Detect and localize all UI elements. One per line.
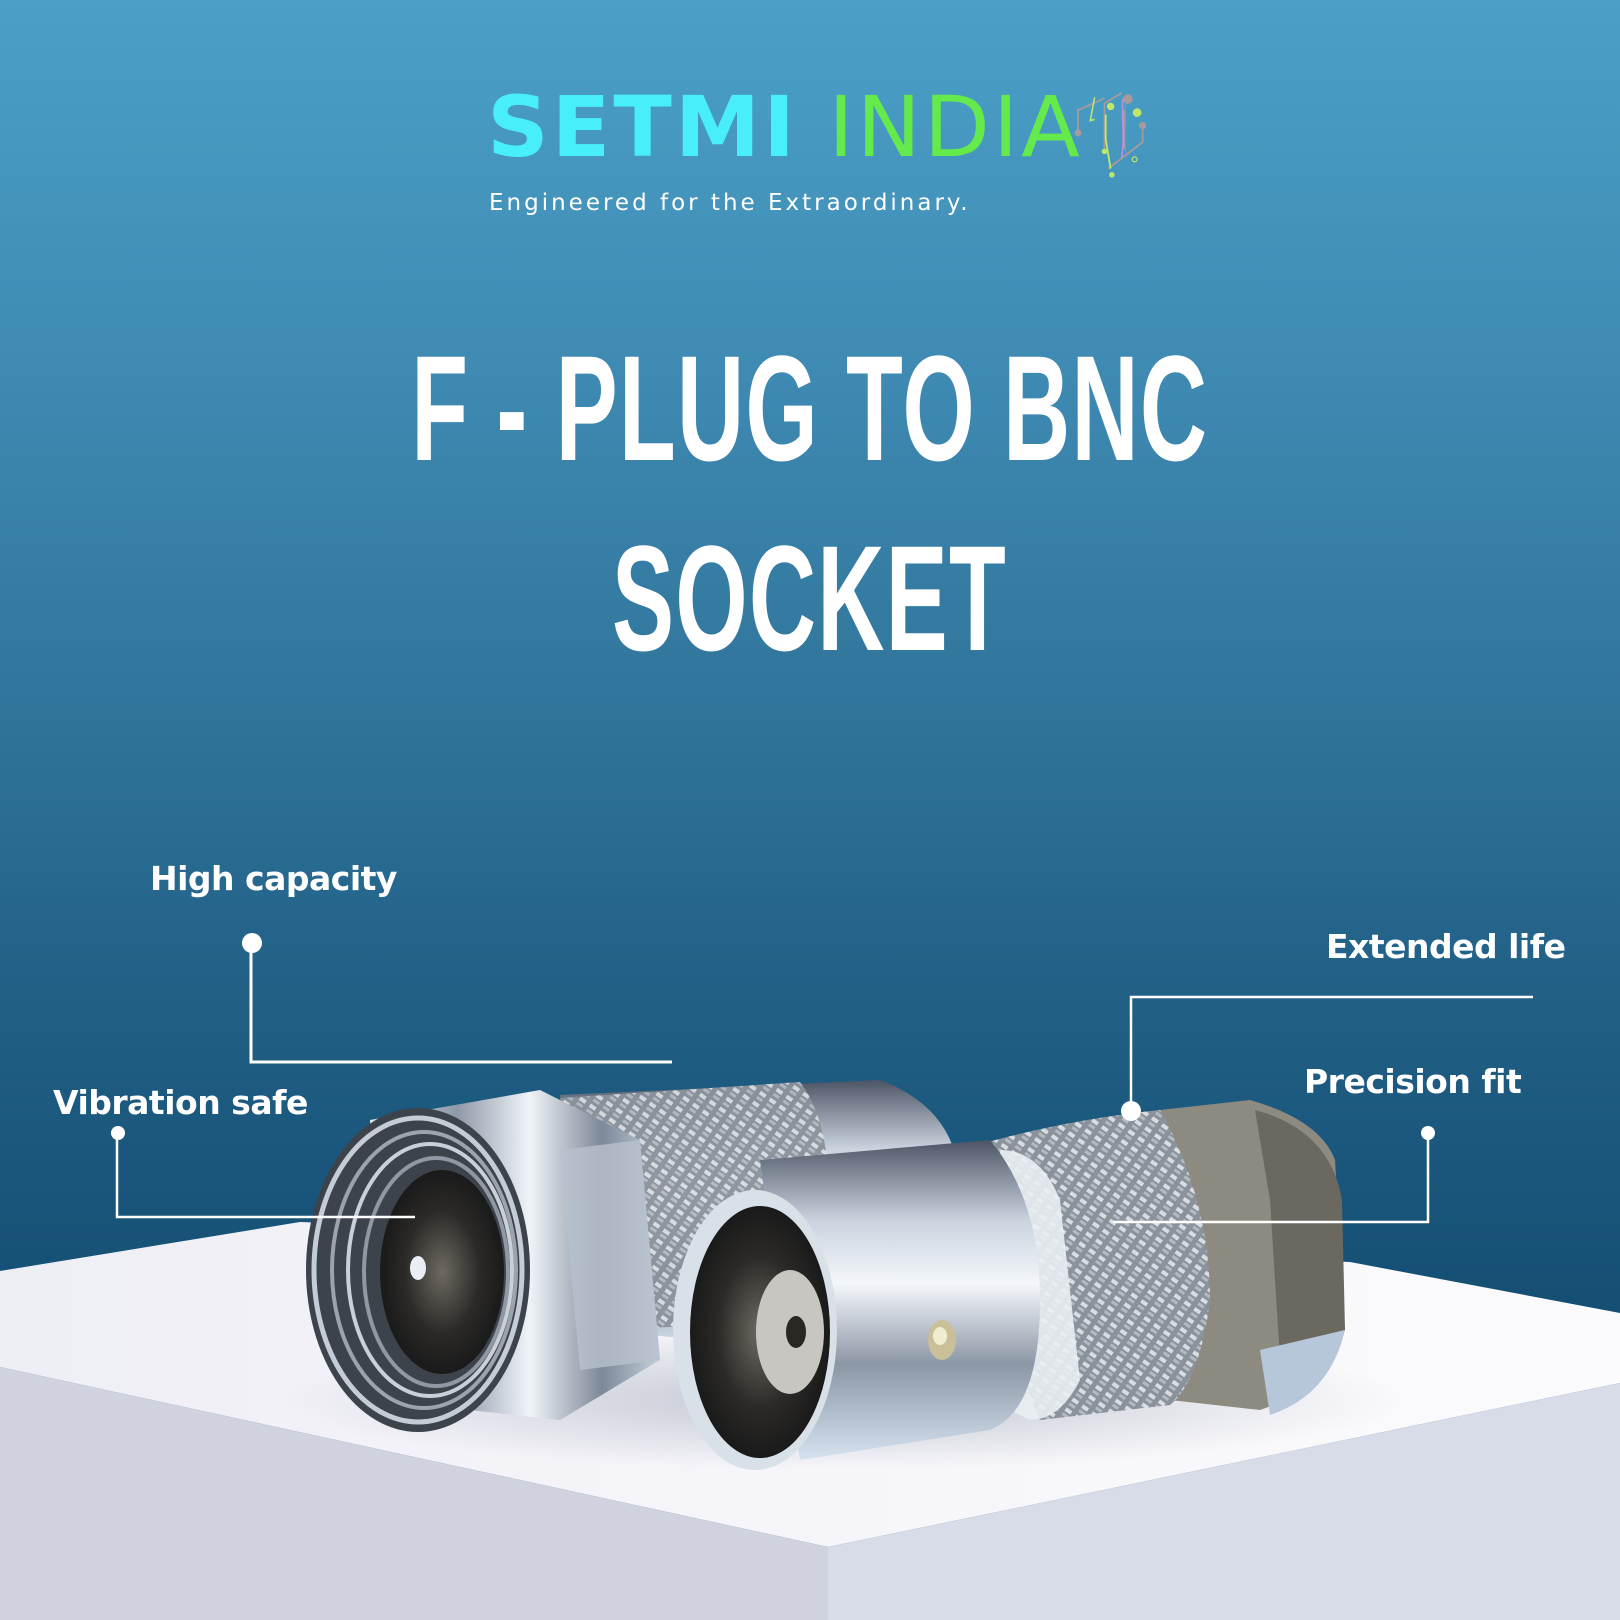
feature-label-extended-life: Extended life (1326, 927, 1566, 966)
brand-tagline: Engineered for the Extraordinary. (489, 190, 971, 216)
brand-name-setmi: SETMI (487, 78, 799, 176)
feature-label-precision-fit: Precision fit (1304, 1062, 1522, 1101)
circuit-traces-icon (1074, 92, 1147, 178)
brand-wordmark: SETMI INDIA (487, 82, 1083, 172)
brand-logo: SETMI INDIA Engineered for the Extraordi… (0, 0, 1620, 240)
feature-label-vibration-safe: Vibration safe (53, 1083, 308, 1122)
brand-name-india: INDIA (828, 78, 1083, 176)
product-title-line-1: F - PLUG TO BNC (411, 324, 1209, 492)
feature-label-high-capacity: High capacity (150, 859, 397, 898)
product-title-line-2: SOCKET (612, 514, 1008, 682)
